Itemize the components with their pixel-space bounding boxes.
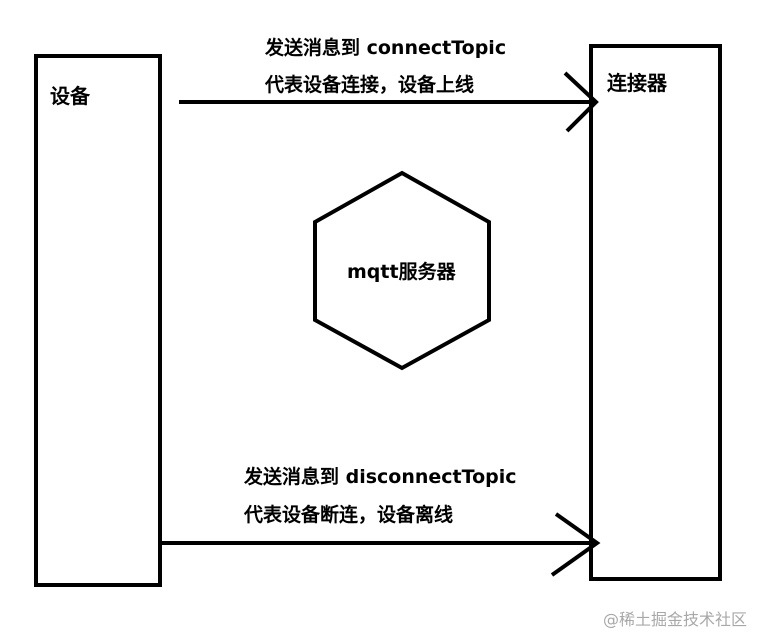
connector-box <box>589 44 722 581</box>
disconnect-arrow <box>161 512 601 577</box>
connector-label: 连接器 <box>607 71 667 95</box>
device-label: 设备 <box>50 84 90 108</box>
connect-message-line2: 代表设备连接，设备上线 <box>265 74 475 96</box>
connect-message-line1: 发送消息到 connectTopic <box>265 37 507 59</box>
device-box <box>34 54 162 587</box>
broker-label: mqtt服务器 <box>347 261 456 283</box>
disconnect-message-line2: 代表设备断连，设备离线 <box>244 504 454 526</box>
connect-arrow <box>179 71 599 133</box>
disconnect-message-line1: 发送消息到 disconnectTopic <box>244 466 517 488</box>
watermark: @稀土掘金技术社区 <box>603 610 748 629</box>
broker-hexagon <box>313 170 491 371</box>
